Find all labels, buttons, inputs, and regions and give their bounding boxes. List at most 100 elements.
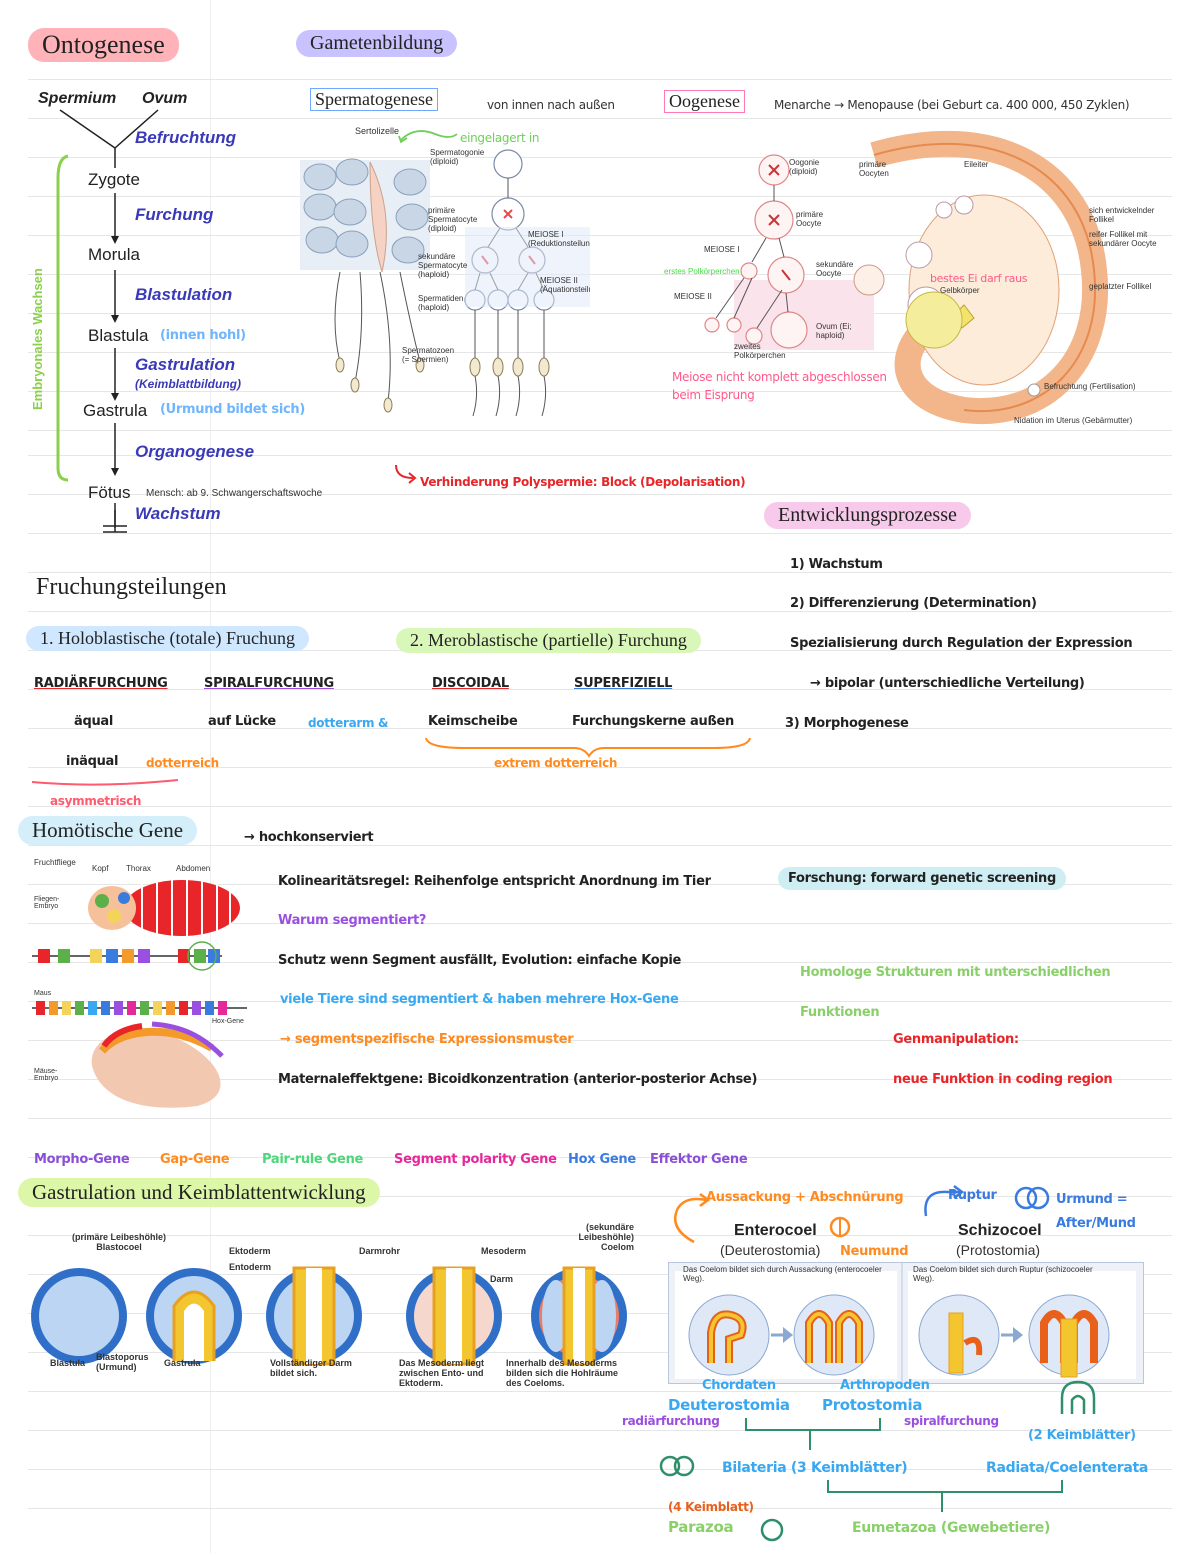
meiose-note: Meiose nicht komplett abgeschlossen beim…: [672, 370, 887, 402]
green-arch-icon: [1060, 1380, 1096, 1414]
fig-label: Abdomen: [176, 864, 211, 873]
fig-label: Entoderm: [229, 1262, 272, 1272]
entwicklung-item-4: → bipolar (unterschiedliche Verteilung): [810, 676, 1085, 691]
gastrula-note: (Urmund bildet sich): [160, 402, 305, 417]
fig-label: MEIOSE I (Reduktionsteilung): [528, 230, 590, 248]
homoetisch-line-3: Schutz wenn Segment ausfällt, Evolution:…: [278, 953, 682, 968]
zwei-keimblaetter-label: (2 Keimblätter): [1028, 1428, 1136, 1443]
fig-label: Blastula: [50, 1358, 86, 1368]
ovum-label: Ovum: [142, 90, 188, 107]
entwicklung-item-1: 1) Wachstum: [790, 557, 883, 572]
fig-label: Das Mesoderm liegt zwischen Ento- und Ek…: [399, 1358, 485, 1388]
fig-label: MEIOSE I: [704, 245, 740, 254]
fig-label: Nidation im Uterus (Gebärmutter): [1014, 416, 1133, 425]
fig-label: (primäre Leibeshöhle) Blastocoel: [71, 1232, 167, 1252]
genmanipulation-note: Genmanipulation:: [893, 1032, 1019, 1047]
radiaerfurchung-label: RADIÄRFURCHUNG: [34, 676, 168, 691]
foetus-label: Fötus: [88, 483, 131, 502]
rule-line: [28, 455, 1172, 456]
auf-luecke-label: auf Lücke: [208, 714, 276, 729]
rule-line: [28, 1118, 1172, 1119]
orange-curve-arrow: [674, 1193, 711, 1244]
fig-label: Mäuse-Embryo: [34, 1068, 59, 1082]
rule-line: [28, 845, 1172, 846]
fig-label: Das Coelom bildet sich durch Aussackung …: [683, 1265, 882, 1283]
deuterostomia-hand-label: Deuterostomia: [668, 1396, 790, 1414]
wachstum-label: Wachstum: [135, 504, 221, 523]
rule-line: [28, 1157, 1172, 1158]
neue-funktion-note: neue Funktion in coding region: [893, 1072, 1113, 1087]
fig-label: Kopf: [92, 864, 109, 873]
ruptur-note: Ruptur: [948, 1188, 997, 1203]
morula-label: Morula: [88, 245, 140, 264]
rule-line: [28, 533, 1172, 534]
red-arrow: [395, 464, 417, 484]
gastrulation-label: Gastrulation: [135, 355, 236, 374]
rule-line: [28, 728, 1172, 729]
red-underline: [31, 779, 179, 786]
gene-type-morpho: Morpho-Gene: [34, 1152, 130, 1167]
embryonal-note: Embryonales Wachsen: [30, 268, 45, 410]
hox-gene-figure: Fruchtfliege Kopf Thorax Abdomen Fliegen…: [32, 856, 258, 1112]
fig-label: Sertolizelle: [355, 126, 400, 136]
protostomia-label: (Protostomia): [956, 1242, 1041, 1258]
gastrulation-title: Gastrulation und Keimblattentwicklung: [18, 1178, 380, 1207]
fig-label: (sekundäre Leibeshöhle) Coelom: [578, 1222, 634, 1252]
befruchtung-label: Befruchtung: [135, 128, 237, 147]
protostomia-hand-label: Protostomia: [822, 1396, 923, 1414]
fig-label: Darmrohr: [359, 1246, 401, 1256]
rule-line: [28, 391, 1172, 392]
homoetisch-line-1: Kolinearitätsregel: Reihenfolge entspric…: [278, 874, 711, 889]
furchungskerne-label: Furchungskerne außen: [572, 714, 734, 729]
fig-label: sekundäre Oocyte: [816, 260, 854, 278]
vier-keimblatt-label: (4 Keimblatt): [668, 1500, 754, 1514]
fig-label: Mesoderm: [481, 1246, 527, 1256]
oogenese-label: Oogenese: [664, 90, 745, 113]
spermium-label: Spermium: [38, 90, 117, 107]
rule-line: [28, 806, 1172, 807]
bilateria-label: Bilateria (3 Keimblätter): [722, 1460, 908, 1476]
blastula-label: Blastula: [88, 326, 149, 345]
blastula-note: (innen hohl): [160, 328, 246, 343]
urmund-note: Urmund = After/Mund: [1056, 1192, 1136, 1231]
entwicklung-item-5: 3) Morphogenese: [785, 716, 909, 731]
rule-line: [28, 572, 1172, 573]
fig-label: Fliegen-Embryo: [34, 896, 60, 910]
spermatogenese-note: von innen nach außen: [487, 98, 615, 112]
fig-label: primäre Oocyten: [859, 160, 889, 178]
asymmetrisch-label: asymmetrisch: [50, 794, 142, 808]
gametenbildung-title: Gametenbildung: [296, 30, 458, 57]
aussackung-note: Aussackung + Abschnürung: [706, 1190, 904, 1205]
rule-line: [28, 1001, 1172, 1002]
fig-label: MEIOSE II: [674, 292, 712, 301]
fig-label: Gelbkörper: [940, 286, 980, 295]
fig-label: Spermatiden (haploid): [418, 294, 464, 312]
rule-line: [28, 352, 1172, 353]
rule-line: [28, 1040, 1172, 1041]
ontogenese-end-bar: [103, 510, 127, 533]
chordaten-label: Chordaten: [702, 1378, 776, 1393]
eingelagert-note: eingelagert in: [460, 131, 540, 145]
enterocoel-label: Enterocoel: [734, 1222, 817, 1239]
fig-label: Thorax: [126, 864, 151, 873]
rule-line: [28, 235, 1172, 236]
spermatogenese-figure: Sertolizelle Spermatogonie (diploid) pri…: [300, 122, 590, 462]
entwicklung-item-3: Spezialisierung durch Regulation der Exp…: [790, 636, 1133, 651]
hochkonserviert-note: → hochkonserviert: [244, 830, 374, 845]
extrem-dotterreich-label: extrem dotterreich: [494, 756, 618, 770]
homoetisch-line-2: Warum segmentiert?: [278, 913, 427, 928]
rule-line: [28, 884, 1172, 885]
fig-label: Blastoporus (Urmund): [96, 1352, 149, 1372]
homologe-note: Homologe Strukturen mit unterschiedliche…: [800, 965, 1111, 1020]
rule-line: [28, 494, 1172, 495]
arthropoden-label: Arthropoden: [840, 1378, 930, 1393]
parazoa-label: Parazoa: [668, 1518, 734, 1536]
fig-label: Ektoderm: [229, 1246, 271, 1256]
homoetisch-title: Homötische Gene: [18, 816, 198, 845]
fig-label: sekundäre Spermatocyte (haploid): [418, 252, 468, 279]
fig-label: primäre Oocyte: [796, 210, 824, 228]
foetus-note: Mensch: ab 9. Schwangerschaftswoche: [146, 488, 323, 499]
rule-line: [28, 1508, 1172, 1509]
inaequal-label: inäqual: [66, 754, 119, 769]
rule-line: [28, 196, 1172, 197]
